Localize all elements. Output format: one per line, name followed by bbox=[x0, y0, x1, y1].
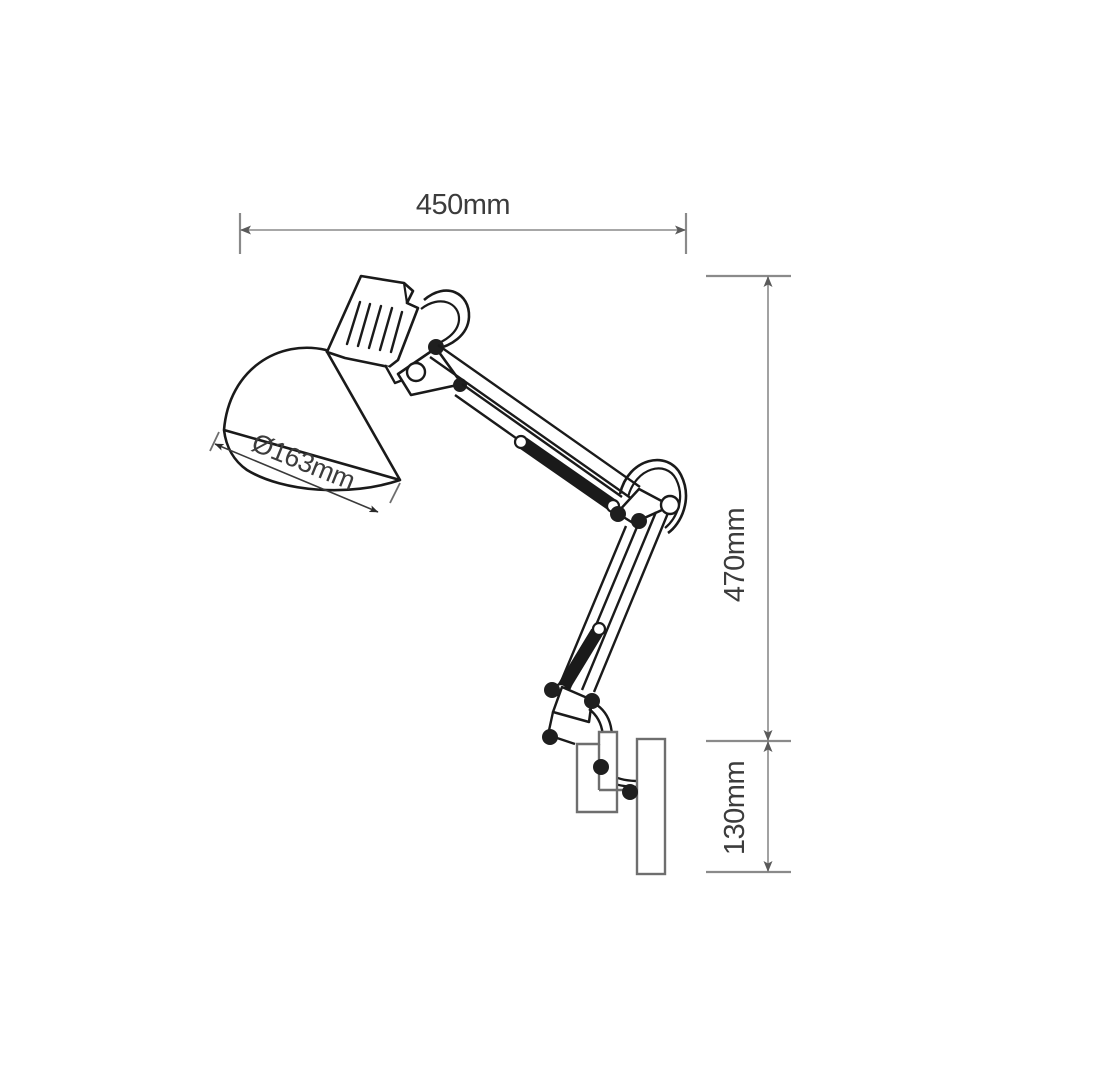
housing-vent-slots bbox=[345, 300, 404, 354]
head-spring-loop-outer bbox=[423, 289, 471, 351]
elbow-bolt-left bbox=[610, 506, 626, 522]
housing-top-cap-line bbox=[402, 282, 419, 310]
wall-mount-bracket bbox=[575, 730, 667, 876]
head-pivot-bolt-upper bbox=[428, 339, 444, 355]
base-pivot-joint bbox=[542, 682, 600, 746]
wall-bolt-lower bbox=[622, 784, 638, 800]
lower-arm-assembly bbox=[553, 511, 670, 698]
dimension-label-470mm: 470mm bbox=[719, 508, 751, 602]
elbow-joint bbox=[610, 458, 688, 535]
spring-anchor-upper-start bbox=[513, 434, 529, 450]
diameter-extension-left bbox=[209, 431, 220, 452]
wall-mounting-plate bbox=[635, 737, 667, 876]
dimension-label-130mm: 130mm bbox=[719, 761, 751, 855]
base-bolt-lower bbox=[542, 729, 558, 745]
lower-arm-rod-right-inner bbox=[580, 511, 658, 691]
elbow-spring-loop-outer bbox=[618, 458, 688, 535]
dimension-label-450mm: 450mm bbox=[416, 189, 510, 221]
lower-arm-rod-right-outer bbox=[592, 512, 670, 693]
spring-anchor-lower-start bbox=[591, 621, 607, 637]
elbow-spring-loop-inner bbox=[626, 467, 682, 529]
upper-arm-rod-outer-bottom bbox=[429, 356, 633, 500]
upper-arm-rod-outer-top bbox=[437, 344, 641, 488]
head-pivot-joint bbox=[396, 289, 471, 397]
dimension-450mm-horizontal: 450mm bbox=[238, 189, 688, 254]
tension-spring-lower bbox=[557, 628, 603, 692]
base-bolt-upper-right bbox=[584, 693, 600, 709]
head-bracket-hole bbox=[405, 361, 427, 383]
dimension-line-163mm bbox=[214, 443, 379, 513]
diameter-extension-right bbox=[389, 482, 401, 504]
lamp-housing-vented bbox=[325, 274, 420, 385]
elbow-center-hole bbox=[659, 494, 681, 516]
base-bolt-upper-left bbox=[544, 682, 560, 698]
tension-spring-upper bbox=[519, 437, 616, 511]
wall-bolt-upper bbox=[593, 759, 609, 775]
lower-arm-rod-left-inner bbox=[553, 525, 628, 697]
upper-arm-assembly bbox=[429, 344, 641, 514]
upper-arm-rod-inner-top bbox=[461, 383, 623, 498]
head-spring-loop-inner bbox=[420, 300, 461, 347]
elbow-bolt-right bbox=[631, 513, 647, 529]
dimension-vertical-group: 470mm 130mm bbox=[706, 274, 791, 874]
base-bracket-plate bbox=[551, 685, 594, 724]
